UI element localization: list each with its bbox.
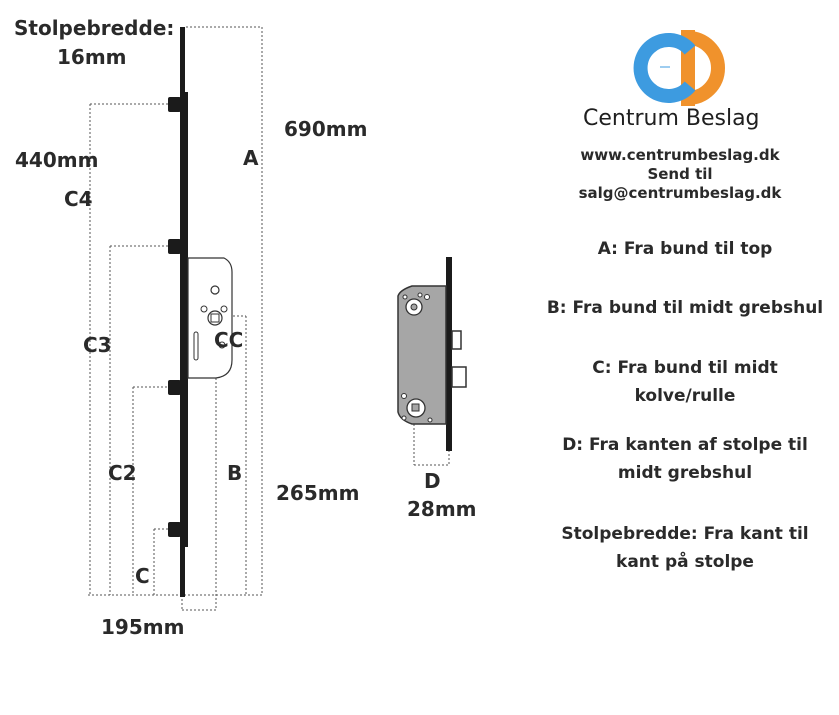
- side-lock-case: [397, 285, 447, 425]
- legend-b-text: B: Fra bund til midt grebshul: [546, 298, 824, 318]
- side-faceplate: [446, 257, 452, 451]
- stolpebredde-value: 16mm: [57, 45, 127, 69]
- legend-d-line1: D: Fra kanten af stolpe til: [562, 435, 808, 455]
- send-label: Send til: [647, 165, 713, 183]
- label-d: D: [424, 469, 441, 493]
- legend-d-line2: midt grebshul: [617, 463, 753, 483]
- c4-value: 440mm: [15, 148, 99, 172]
- legend-c: C: Fra bund til midt kolve/rulle: [550, 354, 820, 410]
- label-cc: CC: [214, 328, 244, 352]
- contact-block: www.centrumbeslag.dk Send til salg@centr…: [560, 146, 800, 203]
- faceplate-rail: [180, 27, 185, 597]
- bolt-c4: [168, 97, 181, 112]
- legend-a: A: Fra bund til top: [550, 235, 820, 263]
- bolt-c2: [168, 380, 181, 395]
- logo-mark: [633, 30, 725, 106]
- b-value: 265mm: [276, 481, 360, 505]
- label-c2: C2: [108, 461, 137, 485]
- legend-stolpe-line1: Stolpebredde: Fra kant til: [561, 524, 809, 544]
- legend-a-text: A: Fra bund til top: [597, 239, 773, 259]
- legend-stolpebredde: Stolpebredde: Fra kant til kant på stolp…: [550, 520, 820, 576]
- legend-c-line2: kolve/rulle: [634, 386, 736, 406]
- email-link[interactable]: salg@centrumbeslag.dk: [578, 184, 782, 202]
- label-b: B: [227, 461, 243, 485]
- label-c: C: [135, 564, 150, 588]
- label-c3: C3: [83, 333, 112, 357]
- legend-b: B: Fra bund til midt grebshul: [545, 294, 825, 322]
- legend-d: D: Fra kanten af stolpe til midt grebshu…: [550, 431, 820, 487]
- legend-stolpe-line2: kant på stolpe: [616, 552, 754, 572]
- legend-c-line1: C: Fra bund til midt: [592, 358, 778, 378]
- stolpebredde-title: Stolpebredde:: [14, 16, 175, 40]
- a-value: 690mm: [284, 117, 368, 141]
- label-a: A: [243, 146, 259, 170]
- website-link[interactable]: www.centrumbeslag.dk: [580, 146, 780, 164]
- d-value: 28mm: [407, 497, 477, 521]
- c-value: 195mm: [101, 615, 185, 639]
- bolt-c: [168, 522, 181, 537]
- bolt-c3: [168, 239, 181, 254]
- brand-name: Centrum Beslag: [583, 106, 760, 131]
- label-c4: C4: [64, 187, 93, 211]
